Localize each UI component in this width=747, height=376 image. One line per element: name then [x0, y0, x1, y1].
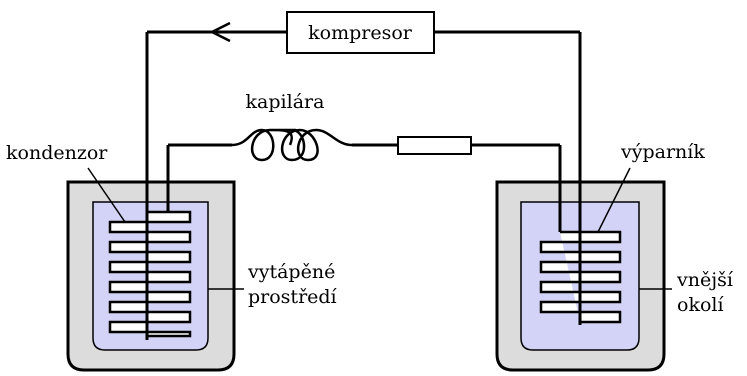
outside-label-line2: okolí	[677, 294, 724, 316]
compressor-box	[286, 11, 435, 54]
outside-label-line1: vnější	[676, 269, 734, 291]
compressor-label: kompresor	[308, 22, 413, 44]
condenser-coil	[108, 210, 192, 338]
condenser-leader-line	[87, 167, 126, 223]
filter-element	[397, 136, 472, 155]
compressor: kompresor	[286, 11, 435, 54]
condenser-label: kondenzor	[6, 142, 108, 164]
evaporator-label: výparník	[620, 141, 705, 163]
flow-arrow-icon	[211, 21, 231, 43]
capillary-label: kapilára	[246, 91, 325, 113]
heated-label-line2: prostředí	[248, 286, 338, 308]
capillary-coil-icon	[231, 128, 353, 162]
heated-label-line1: vytápěné	[247, 261, 335, 283]
evaporator-leader-line	[597, 167, 631, 233]
